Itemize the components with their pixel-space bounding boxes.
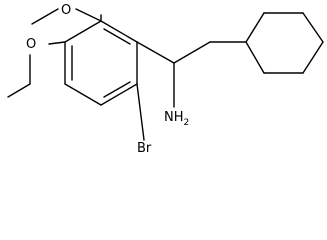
atom-label-oxygen-left: O [26,37,36,52]
bond-ring-double-1 [103,28,131,45]
bond-ring-4 [64,83,102,106]
bond-c-o-left [48,41,66,45]
bond-o-ring-top [75,8,102,22]
bond-cy-6 [245,41,265,74]
amine-subscript: 2 [184,118,190,128]
bond-cy-3 [302,12,324,43]
bond-ring-double-2 [103,81,131,98]
bond-ch3-left [7,83,31,98]
bond-ch-ch2 [173,41,211,64]
molecule-drawing: O O NH2 Br [7,3,324,154]
bond-o-ch3-top [31,8,59,25]
bond-c-br [136,83,145,141]
cyclohexane-ring [245,12,324,74]
atom-label-bromine: Br [137,141,152,154]
atom-label-amine: NH2 [164,110,189,128]
bond-ring-6 [64,20,102,43]
bond-cy-4 [302,41,324,74]
bond-ring-ch [136,41,175,64]
bond-ring-1 [100,20,138,43]
benzene-ring [64,20,138,106]
atom-label-oxygen-top: O [61,3,71,18]
bond-cy-1 [245,12,265,43]
amine-main: NH [164,110,184,125]
bond-ring-3 [100,83,138,106]
structure-diagram: O O NH2 Br [7,3,324,154]
